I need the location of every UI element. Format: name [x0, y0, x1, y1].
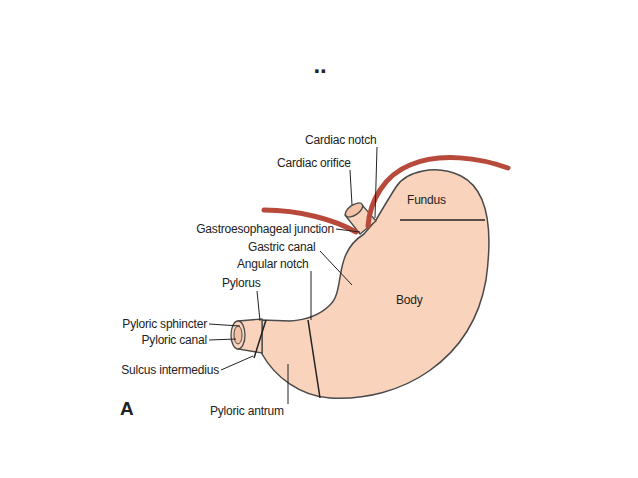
leader-line: [209, 324, 240, 326]
page-marker: ..: [314, 52, 327, 78]
leader-line: [221, 356, 253, 370]
leader-line: [336, 229, 360, 232]
part-label: Pylorus: [222, 276, 261, 290]
leader-line: [209, 339, 236, 340]
leader-line: [311, 271, 312, 320]
part-label: Cardiac orifice: [277, 156, 351, 170]
part-label: Sulcus intermedius: [121, 363, 219, 377]
part-label: Pyloric canal: [142, 333, 207, 347]
sulcus-boundary: [254, 320, 266, 358]
leader-line: [257, 291, 260, 321]
antrum-boundary: [308, 320, 320, 398]
part-label: Gastric canal: [248, 240, 315, 254]
vessel-right: [368, 158, 508, 226]
leader-line: [375, 147, 377, 218]
region-label: Fundus: [407, 193, 446, 207]
part-label: Gastroesophageal junction: [196, 222, 334, 236]
leader-line: [320, 251, 352, 285]
leader-line: [350, 170, 352, 205]
part-label: Angular notch: [237, 257, 308, 271]
pyloric-lumen: [234, 326, 242, 344]
leader-line: [288, 364, 289, 404]
part-label: Cardiac notch: [305, 133, 376, 147]
fundus-boundary: [400, 219, 485, 220]
part-label: Pyloric sphincter: [122, 317, 207, 331]
figure-letter: A: [120, 398, 134, 419]
cardiac-orifice-opening: [343, 200, 365, 220]
region-label: Body: [396, 293, 423, 307]
part-label: Pyloric antrum: [210, 404, 284, 418]
